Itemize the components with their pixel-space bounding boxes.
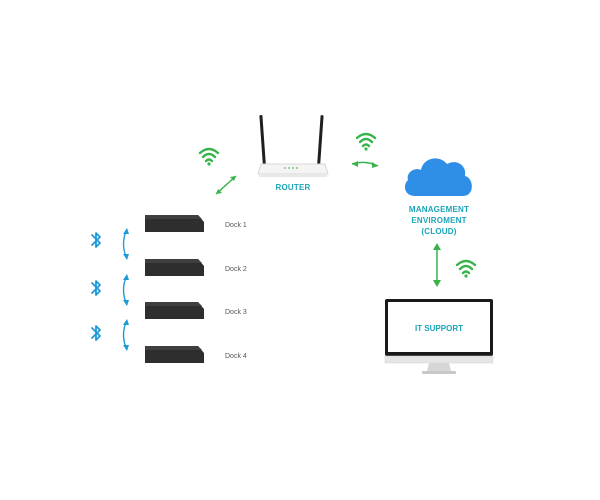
dock-label-1: Dock 1 — [225, 222, 247, 229]
dock-device-4 — [145, 346, 204, 363]
cloud-label: MANAGEMENT ENVIROMENT (CLOUD) — [394, 204, 484, 237]
cloud-label-line3: (CLOUD) — [421, 227, 457, 236]
bluetooth-icon — [91, 280, 101, 296]
bidirectional-arrow-icon — [433, 243, 441, 287]
monitor-screen-text: IT SUPPORT — [414, 324, 463, 333]
router-icon — [257, 115, 329, 177]
monitor-icon — [384, 299, 494, 374]
dock-device-3 — [145, 302, 204, 319]
wifi-icon — [455, 259, 477, 278]
bidirectional-arrow-icon — [122, 319, 129, 351]
bidirectional-arrow-icon — [351, 161, 379, 168]
router-label: ROUTER — [275, 183, 311, 192]
bluetooth-icon — [91, 232, 101, 248]
dock-label-4: Dock 4 — [225, 353, 247, 360]
cloud-icon — [404, 158, 472, 196]
bidirectional-arrow-icon — [215, 175, 237, 195]
cloud-label-line1: MANAGEMENT — [408, 205, 470, 214]
wifi-icon — [355, 132, 377, 151]
dock-label-2: Dock 2 — [225, 266, 247, 273]
dock-device-2 — [145, 259, 204, 276]
bidirectional-arrow-icon — [122, 228, 129, 260]
bluetooth-icon — [91, 325, 101, 341]
wifi-icon — [198, 147, 220, 166]
dock-device-1 — [145, 215, 204, 232]
dock-label-3: Dock 3 — [225, 309, 247, 316]
bidirectional-arrow-icon — [122, 274, 129, 306]
cloud-label-line2: ENVIROMENT — [411, 216, 467, 225]
